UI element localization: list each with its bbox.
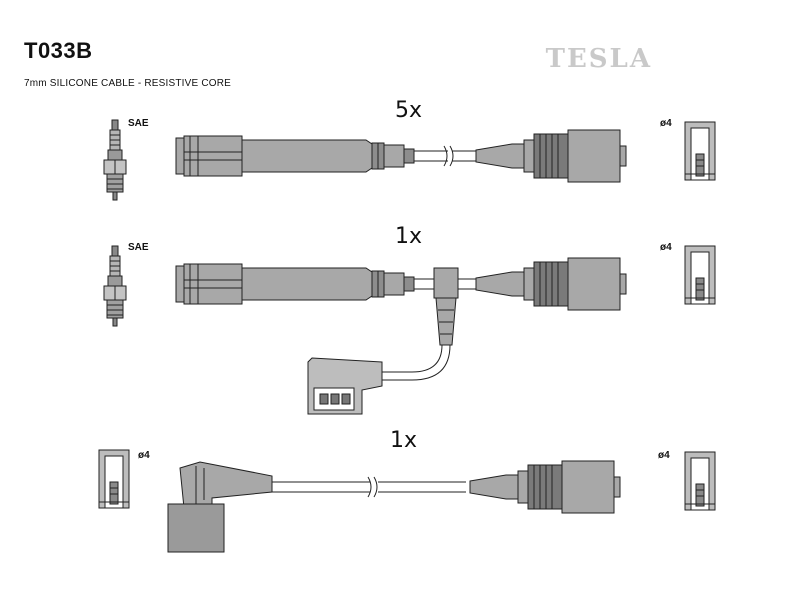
cable-spec: 7mm SILICONE CABLE - RESISTIVE CORE — [24, 78, 232, 89]
row3-cable — [272, 476, 466, 498]
row1-plug-boot — [175, 135, 415, 177]
row2-spark-plug-icon — [103, 245, 127, 327]
row3-angled-boot — [167, 461, 273, 553]
row1-spark-plug-icon — [103, 119, 127, 201]
row3-terminal-icon — [684, 451, 716, 511]
row2-cable — [382, 278, 476, 381]
row2-quantity: 1x — [395, 224, 423, 249]
brand-logo: TESLA — [545, 44, 652, 74]
row2-plug-label: SAE — [128, 242, 149, 253]
row1-quantity: 5x — [395, 98, 423, 123]
row1-cable — [414, 145, 476, 167]
row1-coil-boot — [475, 129, 627, 183]
row2-connector-plug — [307, 357, 383, 415]
row2-terminal-label: ø4 — [660, 242, 672, 253]
row3-quantity: 1x — [390, 428, 418, 453]
row3-left-terminal-label: ø4 — [138, 450, 150, 461]
row3-coil-boot — [469, 460, 621, 514]
row1-terminal-icon — [684, 121, 716, 181]
row1-terminal-label: ø4 — [660, 118, 672, 129]
row2-terminal-icon — [684, 245, 716, 305]
row2-coil-boot — [475, 257, 627, 311]
row3-left-terminal-icon — [98, 449, 130, 509]
row2-plug-boot — [175, 263, 415, 305]
product-code: T033B — [24, 38, 93, 63]
row3-terminal-label: ø4 — [658, 450, 670, 461]
row2-junction-sensor — [433, 267, 459, 346]
row1-plug-label: SAE — [128, 118, 149, 129]
